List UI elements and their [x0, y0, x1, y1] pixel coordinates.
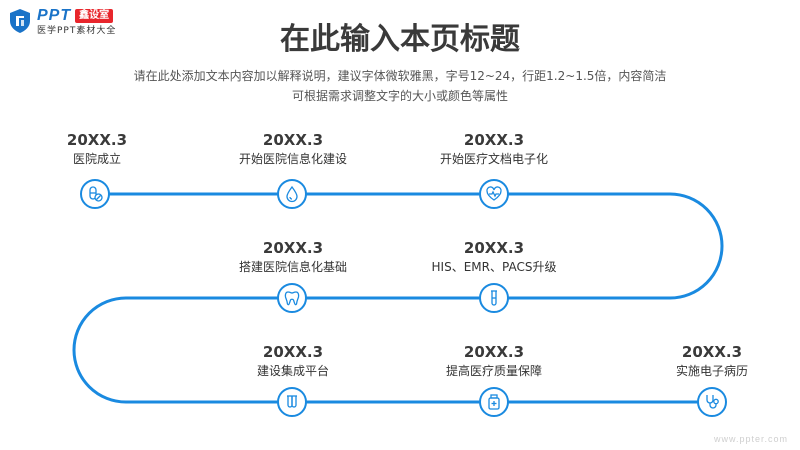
milestone-date: 20XX.3 [463, 131, 525, 149]
brand-logo: PPT 鑫设室 医学PPT素材大全 [8, 8, 116, 36]
medicine-bottle-icon [488, 394, 500, 410]
logo-badge: 鑫设室 [75, 9, 114, 23]
milestone-4-node [479, 283, 509, 313]
milestone-date: 20XX.3 [262, 239, 324, 257]
milestone-name: 开始医疗文档电子化 [439, 152, 548, 166]
description-line-2: 可根据需求调整文字的大小或颜色等属性 [291, 89, 508, 103]
milestone-1-node [80, 179, 110, 209]
milestone-6-label: 20XX.3 建设集成平台 [213, 342, 373, 380]
milestone-1-label: 20XX.3 医院成立 [17, 130, 177, 168]
milestone-date: 20XX.3 [262, 131, 324, 149]
milestone-2-node [277, 179, 307, 209]
logo-brand: PPT [37, 7, 72, 24]
page-description: 请在此处添加文本内容加以解释说明，建议字体微软雅黑，字号12~24，行距1.2~… [100, 66, 700, 106]
milestone-5-label: 20XX.3 搭建医院信息化基础 [213, 238, 373, 276]
milestone-8-node [697, 387, 727, 417]
milestone-date: 20XX.3 [262, 343, 324, 361]
description-line-1: 请在此处添加文本内容加以解释说明，建议字体微软雅黑，字号12~24，行距1.2~… [133, 69, 667, 83]
test-tube-icon [491, 290, 497, 306]
shield-logo-icon [10, 9, 30, 33]
milestone-name: 建设集成平台 [256, 364, 329, 378]
timeline-path [72, 192, 724, 404]
logo-subtitle: 医学PPT素材大全 [37, 26, 117, 36]
heart-pulse-icon [486, 186, 502, 201]
milestone-7-node [479, 387, 509, 417]
milestone-3-label: 20XX.3 开始医疗文档电子化 [414, 130, 574, 168]
milestone-name: 提高医疗质量保障 [445, 364, 542, 378]
pill-capsule-icon [89, 186, 103, 202]
milestone-name: 实施电子病历 [675, 364, 748, 378]
milestone-4-label: 20XX.3 HIS、EMR、PACS升级 [414, 238, 574, 276]
milestone-7-label: 20XX.3 提高医疗质量保障 [414, 342, 574, 380]
milestone-5-node [277, 283, 307, 313]
milestone-date: 20XX.3 [681, 343, 743, 361]
blood-drop-icon [286, 185, 298, 203]
milestone-date: 20XX.3 [66, 131, 128, 149]
tooth-icon [284, 291, 300, 306]
watermark: www.ppter.com [713, 434, 788, 444]
milestone-name: HIS、EMR、PACS升级 [431, 260, 557, 274]
milestone-3-node [479, 179, 509, 209]
milestone-6-node [277, 387, 307, 417]
milestone-2-label: 20XX.3 开始医院信息化建设 [213, 130, 373, 168]
page-title: 在此输入本页标题 [280, 22, 520, 57]
milestone-date: 20XX.3 [463, 239, 525, 257]
stethoscope-icon [706, 395, 719, 409]
milestone-8-label: 20XX.3 实施电子病历 [632, 342, 792, 380]
milestone-name: 开始医院信息化建设 [238, 152, 347, 166]
thermometer-icon [287, 395, 297, 408]
milestone-date: 20XX.3 [463, 343, 525, 361]
milestone-name: 医院成立 [72, 152, 121, 166]
milestone-name: 搭建医院信息化基础 [238, 260, 347, 274]
